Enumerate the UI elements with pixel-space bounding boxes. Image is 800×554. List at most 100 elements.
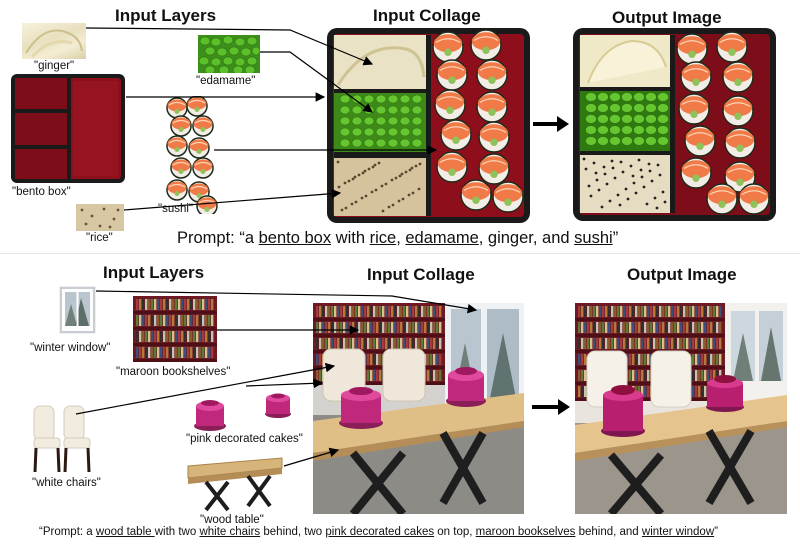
book-spine: [641, 370, 644, 381]
book-spine: [635, 370, 638, 381]
book-spine: [385, 338, 388, 349]
book-spine: [578, 306, 581, 317]
shelf-board: [575, 350, 725, 353]
edamame-bean: [375, 116, 387, 126]
bottom-prompt-part: behind, two: [260, 526, 326, 538]
label-bento-box: "bento box": [12, 186, 71, 198]
shelf-board: [575, 366, 725, 369]
book-spine: [181, 347, 184, 358]
book-spine: [148, 331, 151, 342]
book-spine: [427, 306, 430, 317]
book-spine: [599, 338, 602, 349]
book-spine: [439, 322, 442, 333]
book-spine: [638, 370, 641, 381]
edamame-bean: [351, 94, 363, 104]
edamame-bean: [339, 94, 351, 104]
book-spine: [211, 347, 214, 358]
book-spine: [379, 354, 382, 365]
book-spine: [154, 315, 157, 326]
book-spine: [581, 322, 584, 333]
rice-speck: [616, 193, 620, 197]
edamame-bean: [411, 138, 423, 148]
book-spine: [641, 306, 644, 317]
book-spine: [154, 299, 157, 310]
book-spine: [370, 306, 373, 317]
edamame-bean: [621, 114, 633, 124]
book-spine: [415, 306, 418, 317]
book-spine: [145, 315, 148, 326]
book-spine: [319, 370, 322, 381]
book-spine: [641, 338, 644, 349]
book-spine: [704, 306, 707, 317]
rice-layer-image: [76, 204, 124, 231]
book-spine: [632, 370, 635, 381]
book-spine: [662, 322, 665, 333]
book-spine: [638, 354, 641, 365]
edamame-bean: [585, 114, 597, 124]
book-spine: [707, 354, 710, 365]
rice-speck: [658, 173, 662, 177]
book-spine: [647, 370, 650, 381]
book-spine: [692, 338, 695, 349]
book-spine: [394, 306, 397, 317]
rice-speck: [613, 176, 617, 180]
book-spine: [175, 315, 178, 326]
book-spine: [436, 354, 439, 365]
label-white-chairs: "white chairs": [32, 477, 101, 489]
book-spine: [430, 338, 433, 349]
book-spine: [373, 338, 376, 349]
top-prompt-with: with: [331, 229, 370, 247]
edamame-layer-image: [198, 35, 260, 73]
book-spine: [376, 370, 379, 381]
bottom-prompt-part: on top,: [434, 526, 476, 538]
book-spine: [400, 338, 403, 349]
book-spine: [397, 306, 400, 317]
bottom-prompt-white-chairs: white chairs: [199, 526, 261, 538]
book-spine: [178, 347, 181, 358]
edamame-bean: [609, 136, 621, 146]
book-spine: [403, 306, 406, 317]
book-spine: [160, 315, 163, 326]
book-spine: [349, 322, 352, 333]
book-spine: [659, 338, 662, 349]
edamame-bean: [645, 114, 657, 124]
edamame-bean: [351, 116, 363, 126]
book-spine: [394, 338, 397, 349]
book-spine: [677, 338, 680, 349]
book-spine: [602, 338, 605, 349]
book-spine: [388, 322, 391, 333]
book-spine: [352, 306, 355, 317]
top-heading-output-image: Output Image: [612, 8, 722, 27]
book-spine: [343, 322, 346, 333]
book-spine: [385, 322, 388, 333]
book-spine: [418, 306, 421, 317]
book-spine: [352, 338, 355, 349]
rice-speck: [363, 169, 367, 173]
edamame-bean: [621, 92, 633, 102]
book-spine: [647, 338, 650, 349]
bottom-heading-input-layers: Input Layers: [103, 263, 205, 282]
book-spine: [337, 338, 340, 349]
book-spine: [683, 322, 686, 333]
book-spine: [364, 322, 367, 333]
book-spine: [611, 306, 614, 317]
ginger-layer-image: [22, 23, 86, 59]
book-spine: [364, 338, 367, 349]
book-spine: [584, 386, 587, 397]
rice-speck: [640, 175, 644, 179]
shelf-board: [133, 343, 217, 346]
edamame-bean: [585, 92, 597, 102]
book-spine: [337, 322, 340, 333]
book-spine: [644, 354, 647, 365]
book-spine: [370, 322, 373, 333]
book-spine: [364, 306, 367, 317]
edamame-bean: [387, 94, 399, 104]
book-spine: [154, 347, 157, 358]
edamame-bean: [399, 94, 411, 104]
rice-speck: [380, 184, 384, 188]
rice-speck: [397, 199, 401, 203]
book-spine: [142, 331, 145, 342]
book-spine: [412, 338, 415, 349]
winter-window-layer-image: [59, 286, 96, 334]
book-spine: [184, 347, 187, 358]
